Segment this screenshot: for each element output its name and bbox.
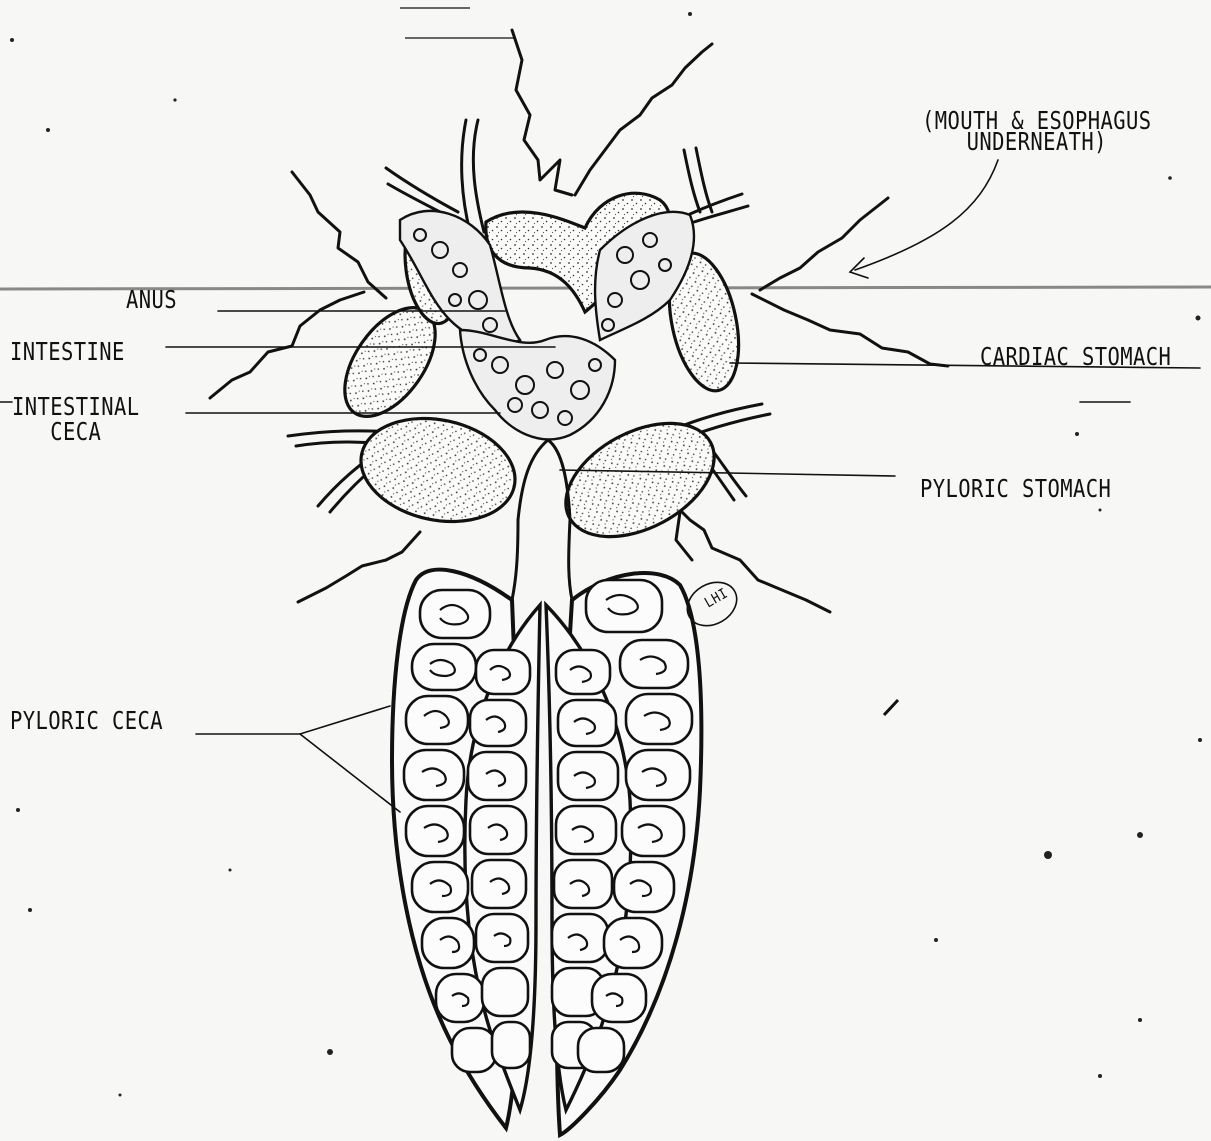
ray-top-left [512, 30, 572, 195]
label-intestinal-ceca-line2: CECA [12, 419, 140, 444]
label-intestinal-ceca-line1: INTESTINAL [12, 394, 140, 419]
label-cardiac-stomach: CARDIAC STOMACH [980, 344, 1171, 369]
pyloric-stomach-outline [518, 440, 570, 520]
leader-mouth-arrow [855, 160, 998, 270]
ray-upper-left [292, 172, 386, 298]
ray-left [210, 292, 364, 398]
label-mouth-esophagus: (MOUTH & ESOPHAGUS UNDERNEATH) [922, 108, 1152, 151]
leader-pyloric-ceca [196, 706, 390, 734]
label-mouth-line2: UNDERNEATH) [922, 133, 1152, 151]
label-pyloric-ceca: PYLORIC CECA [10, 708, 163, 733]
ray-top-right [575, 44, 712, 195]
ray-lower-right [672, 502, 830, 612]
pyloric-ceca [392, 570, 701, 1135]
ray-right [752, 294, 948, 366]
label-intestinal-ceca: INTESTINAL CECA [12, 394, 140, 444]
ray-lower-left [298, 532, 420, 602]
pyloric-duct-left [512, 520, 518, 600]
label-pyloric-stomach: PYLORIC STOMACH [920, 476, 1111, 501]
pyloric-duct-right [569, 520, 572, 600]
ray-upper-right [760, 198, 888, 290]
leader-pyloric-ceca-b [300, 734, 400, 812]
intestinal-ceca-left [351, 405, 524, 535]
label-anus: ANUS [126, 287, 177, 312]
label-intestine: INTESTINE [10, 339, 125, 364]
